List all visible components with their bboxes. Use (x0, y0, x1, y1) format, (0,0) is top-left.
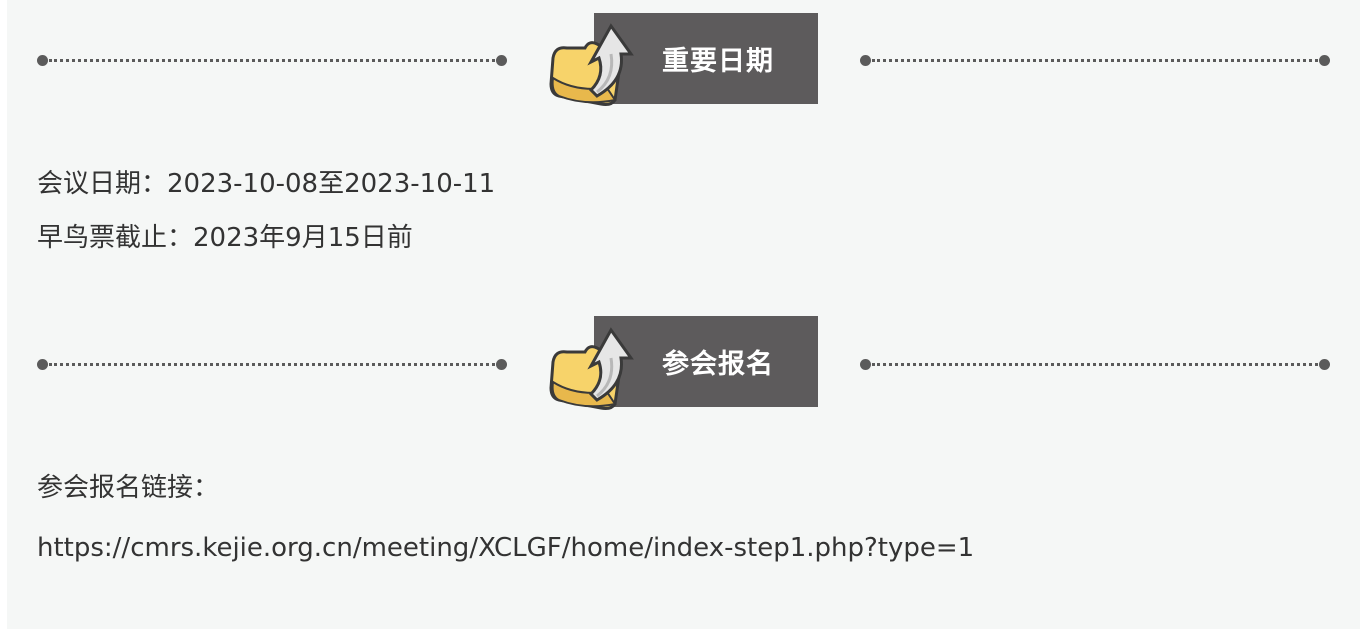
section-title: 重要日期 (662, 46, 774, 77)
content-panel: 重要日期 会议日期：2023-10-08至2023-10-11 早鸟票截止：20… (7, 0, 1360, 629)
left-divider (37, 359, 507, 371)
registration-label: 参会报名链接： (37, 473, 220, 503)
section-title: 参会报名 (662, 349, 774, 380)
folder-upload-icon (549, 23, 634, 106)
left-divider (37, 55, 507, 67)
meeting-date-text: 会议日期：2023-10-08至2023-10-11 (37, 169, 496, 199)
right-divider (860, 55, 1330, 67)
section-title-badge (594, 13, 818, 104)
right-divider (860, 359, 1330, 371)
section-title-badge (594, 316, 818, 407)
folder-upload-icon (549, 327, 634, 410)
registration-link[interactable]: https://cmrs.kejie.org.cn/meeting/XCLGF/… (37, 533, 975, 563)
early-bird-deadline-text: 早鸟票截止：2023年9月15日前 (37, 223, 413, 253)
